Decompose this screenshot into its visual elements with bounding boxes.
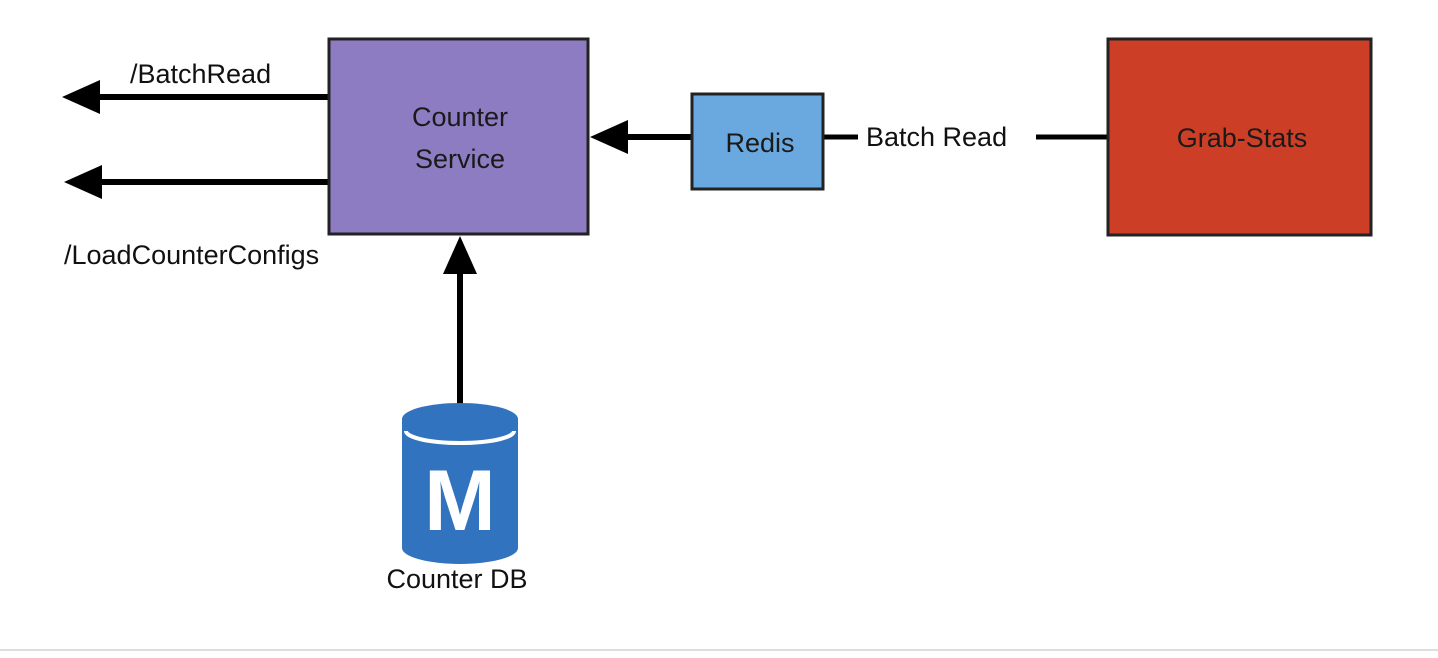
edge-grab-stats-to-redis: Batch Read <box>824 122 1108 152</box>
grab-stats-label: Grab-Stats <box>1177 123 1308 153</box>
counter-service-box <box>327 37 590 236</box>
grab-stats-box <box>1106 37 1373 237</box>
batch-read-label: Batch Read <box>866 122 1007 152</box>
counter-service-label-line2: Service <box>415 144 505 174</box>
counter-db-node: M Counter DB <box>386 403 528 594</box>
edge-load-counter-configs-endpoint: /LoadCounterConfigs <box>64 165 329 270</box>
database-cylinder-icon: M <box>402 403 518 564</box>
load-counter-configs-endpoint-label: /LoadCounterConfigs <box>64 240 319 270</box>
cylinder-rim <box>404 430 516 445</box>
arrowhead-up-icon <box>443 236 477 274</box>
counter-db-label: Counter DB <box>386 564 527 594</box>
batch-read-endpoint-label: /BatchRead <box>130 59 271 89</box>
redis-box <box>690 92 825 191</box>
cylinder-top <box>402 403 518 435</box>
redis-node: Redis <box>690 92 825 191</box>
cylinder-body <box>402 419 518 564</box>
arrowhead-left-icon <box>590 120 628 154</box>
edge-redis-to-counter-service <box>590 120 692 154</box>
arrowhead-left-icon <box>64 165 102 199</box>
edge-counter-db-to-counter-service <box>443 236 477 406</box>
redis-label: Redis <box>725 128 794 158</box>
grab-stats-node: Grab-Stats <box>1106 37 1373 237</box>
cylinder-letter: M <box>424 453 496 549</box>
edge-batch-read-endpoint: /BatchRead <box>62 59 329 114</box>
arrowhead-left-icon <box>62 80 100 114</box>
counter-service-node: Counter Service <box>327 37 590 236</box>
counter-service-label-line1: Counter <box>412 102 508 132</box>
